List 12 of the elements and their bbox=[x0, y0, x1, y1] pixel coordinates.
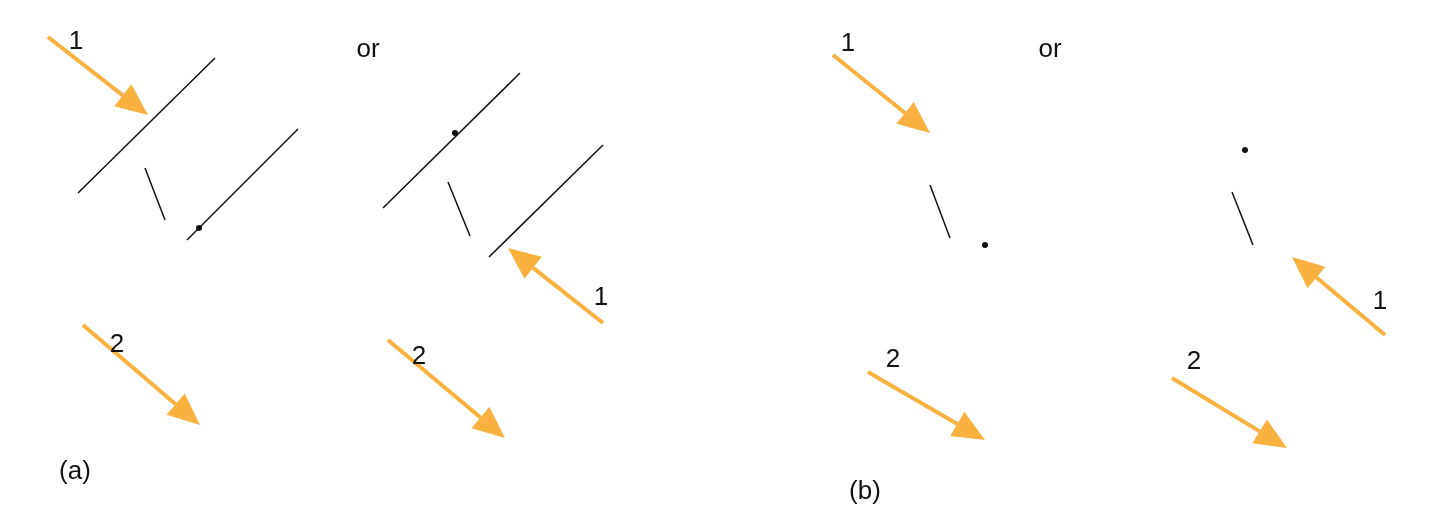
callout-number: 1 bbox=[840, 29, 856, 55]
connector-word: or bbox=[356, 35, 380, 61]
connector-word: or bbox=[1038, 35, 1062, 61]
callout-number: 2 bbox=[885, 345, 901, 371]
panel-label: (a) bbox=[59, 457, 91, 483]
callout-number: 1 bbox=[1372, 287, 1388, 313]
callout-number: 1 bbox=[68, 27, 84, 53]
callout-number: 2 bbox=[109, 330, 125, 356]
callout-number: 2 bbox=[1186, 347, 1202, 373]
callout-number: 1 bbox=[593, 283, 609, 309]
panel-label: (b) bbox=[849, 477, 881, 503]
callout-number: 2 bbox=[411, 342, 427, 368]
